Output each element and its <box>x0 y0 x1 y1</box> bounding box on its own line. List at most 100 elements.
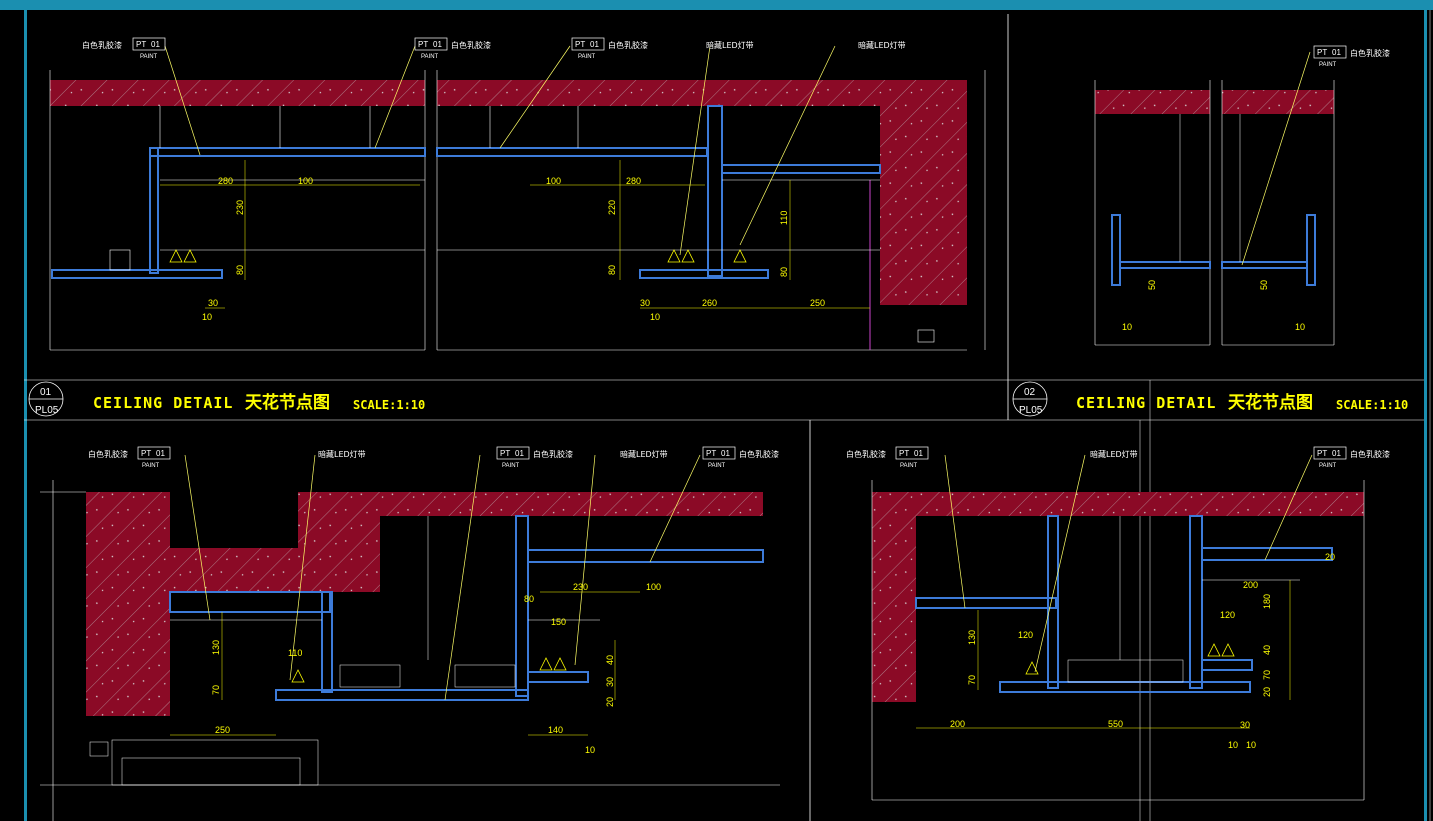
tag-code-d: PT <box>1317 48 1327 57</box>
tag-code-a: PT <box>136 40 146 49</box>
tag-code-c: PT <box>575 40 585 49</box>
dim-text: 10 <box>1228 740 1238 750</box>
label-paint-b: 白色乳胶漆 <box>451 40 491 50</box>
dim-text: 40 <box>605 655 615 665</box>
label-led-d: 暗藏LED灯带 <box>620 449 668 459</box>
label-paint-g: 白色乳胶漆 <box>739 449 779 459</box>
label-led-a: 暗藏LED灯带 <box>706 40 754 50</box>
dim-text: 20 <box>1325 552 1335 562</box>
dim-text: 120 <box>1220 610 1235 620</box>
tag-sub-g: PAINT <box>708 463 726 469</box>
dim-text: 120 <box>1018 630 1033 640</box>
detail-01-dimensions: 280 100 230 80 30 10 100 280 220 80 30 1… <box>202 176 825 322</box>
sheet-number: PL05 <box>35 405 59 416</box>
tag-num-g: 01 <box>721 449 730 458</box>
dim-text: 260 <box>702 298 717 308</box>
dim-text: 40 <box>1262 645 1272 655</box>
detail-number: 02 <box>1024 387 1036 398</box>
label-led-c: 暗藏LED灯带 <box>318 449 366 459</box>
detail-scale: SCALE:1:10 <box>1336 398 1408 412</box>
dim-text: 150 <box>551 617 566 627</box>
detail-number: 01 <box>40 387 52 398</box>
dim-text: 100 <box>646 582 661 592</box>
tag-sub-i: PAINT <box>1319 463 1337 469</box>
dim-text: 50 <box>1259 280 1269 290</box>
detail-03-bottom: 白色乳胶漆 PT 01 PAINT 暗藏LED灯带 PT 01 PAINT 白色… <box>40 446 780 821</box>
tag-code-e: PT <box>141 449 151 458</box>
dim-text: 80 <box>779 267 789 277</box>
label-led-b: 暗藏LED灯带 <box>858 40 906 50</box>
label-paint-d: 白色乳胶漆 <box>1350 48 1390 58</box>
tag-num-f: 01 <box>515 449 524 458</box>
tag-code-f: PT <box>500 449 510 458</box>
dim-text: 20 <box>1262 687 1272 697</box>
dim-text: 10 <box>1246 740 1256 750</box>
dim-text: 10 <box>650 312 660 322</box>
dim-text: 70 <box>211 685 221 695</box>
dim-text: 80 <box>524 594 534 604</box>
dim-text: 10 <box>202 312 212 322</box>
tag-num-i: 01 <box>1332 449 1341 458</box>
dim-text: 100 <box>546 176 561 186</box>
tag-sub-b: PAINT <box>421 54 439 60</box>
tag-code-b: PT <box>418 40 428 49</box>
tag-num-b: 01 <box>433 40 442 49</box>
tag-num-a: 01 <box>151 40 160 49</box>
dim-text: 230 <box>573 582 588 592</box>
dim-text: 30 <box>640 298 650 308</box>
dim-text: 200 <box>950 719 965 729</box>
dim-text: 50 <box>1147 280 1157 290</box>
dim-text: 10 <box>585 745 595 755</box>
detail-title-en: CEILING DETAIL <box>1076 394 1216 412</box>
dim-text: 30 <box>1240 720 1250 730</box>
tag-sub-c: PAINT <box>578 54 596 60</box>
detail-04-bottom: 白色乳胶漆 PT 01 PAINT 暗藏LED灯带 PT 01 PAINT 白色… <box>846 446 1390 801</box>
label-paint-e: 白色乳胶漆 <box>88 449 128 459</box>
dim-text: 10 <box>1295 322 1305 332</box>
detail-title-cn: 天花节点图 <box>245 392 330 413</box>
tag-code-i: PT <box>1317 449 1327 458</box>
tag-num-e: 01 <box>156 449 165 458</box>
dim-text: 130 <box>967 630 977 645</box>
detail-01-top <box>49 45 986 351</box>
dim-text: 30 <box>605 677 615 687</box>
detail-02-top: PT 01 PAINT 白色乳胶漆 50 10 50 10 <box>1094 45 1390 346</box>
sheet-number: PL05 <box>1019 405 1043 416</box>
tag-num-d: 01 <box>1332 48 1341 57</box>
tag-num-c: 01 <box>590 40 599 49</box>
dim-text: 70 <box>967 675 977 685</box>
detail-01-labels: 白色乳胶漆 PT 01 PAINT PT 01 PAINT 白色乳胶漆 PT 0… <box>82 37 906 60</box>
dim-text: 280 <box>626 176 641 186</box>
dim-text: 10 <box>1122 322 1132 332</box>
dim-text: 70 <box>1262 670 1272 680</box>
label-paint-c: 白色乳胶漆 <box>608 40 648 50</box>
dim-text: 130 <box>211 640 221 655</box>
detail-title-en: CEILING DETAIL <box>93 394 233 412</box>
tag-sub-f: PAINT <box>502 463 520 469</box>
detail-scale: SCALE:1:10 <box>353 398 425 412</box>
title-block-02: 02 PL05 CEILING DETAIL 天花节点图 SCALE:1:10 <box>1012 381 1408 417</box>
dim-text: 230 <box>235 200 245 215</box>
dim-text: 80 <box>235 265 245 275</box>
dim-text: 220 <box>607 200 617 215</box>
tag-num-h: 01 <box>914 449 923 458</box>
label-paint-a: 白色乳胶漆 <box>82 40 122 50</box>
dim-text: 80 <box>607 265 617 275</box>
title-block-01: 01 PL05 CEILING DETAIL 天花节点图 SCALE:1:10 <box>28 381 425 417</box>
dim-text: 180 <box>1262 594 1272 609</box>
dim-text: 20 <box>605 697 615 707</box>
tag-sub-e: PAINT <box>142 463 160 469</box>
dim-text: 280 <box>218 176 233 186</box>
dim-text: 140 <box>548 725 563 735</box>
tag-sub-a: PAINT <box>140 54 158 60</box>
label-paint-h: 白色乳胶漆 <box>846 449 886 459</box>
label-paint-f: 白色乳胶漆 <box>533 449 573 459</box>
dim-text: 250 <box>215 725 230 735</box>
tag-sub-h: PAINT <box>900 463 918 469</box>
tag-code-g: PT <box>706 449 716 458</box>
dim-text: 110 <box>779 211 789 225</box>
dim-text: 550 <box>1108 719 1123 729</box>
label-led-e: 暗藏LED灯带 <box>1090 449 1138 459</box>
